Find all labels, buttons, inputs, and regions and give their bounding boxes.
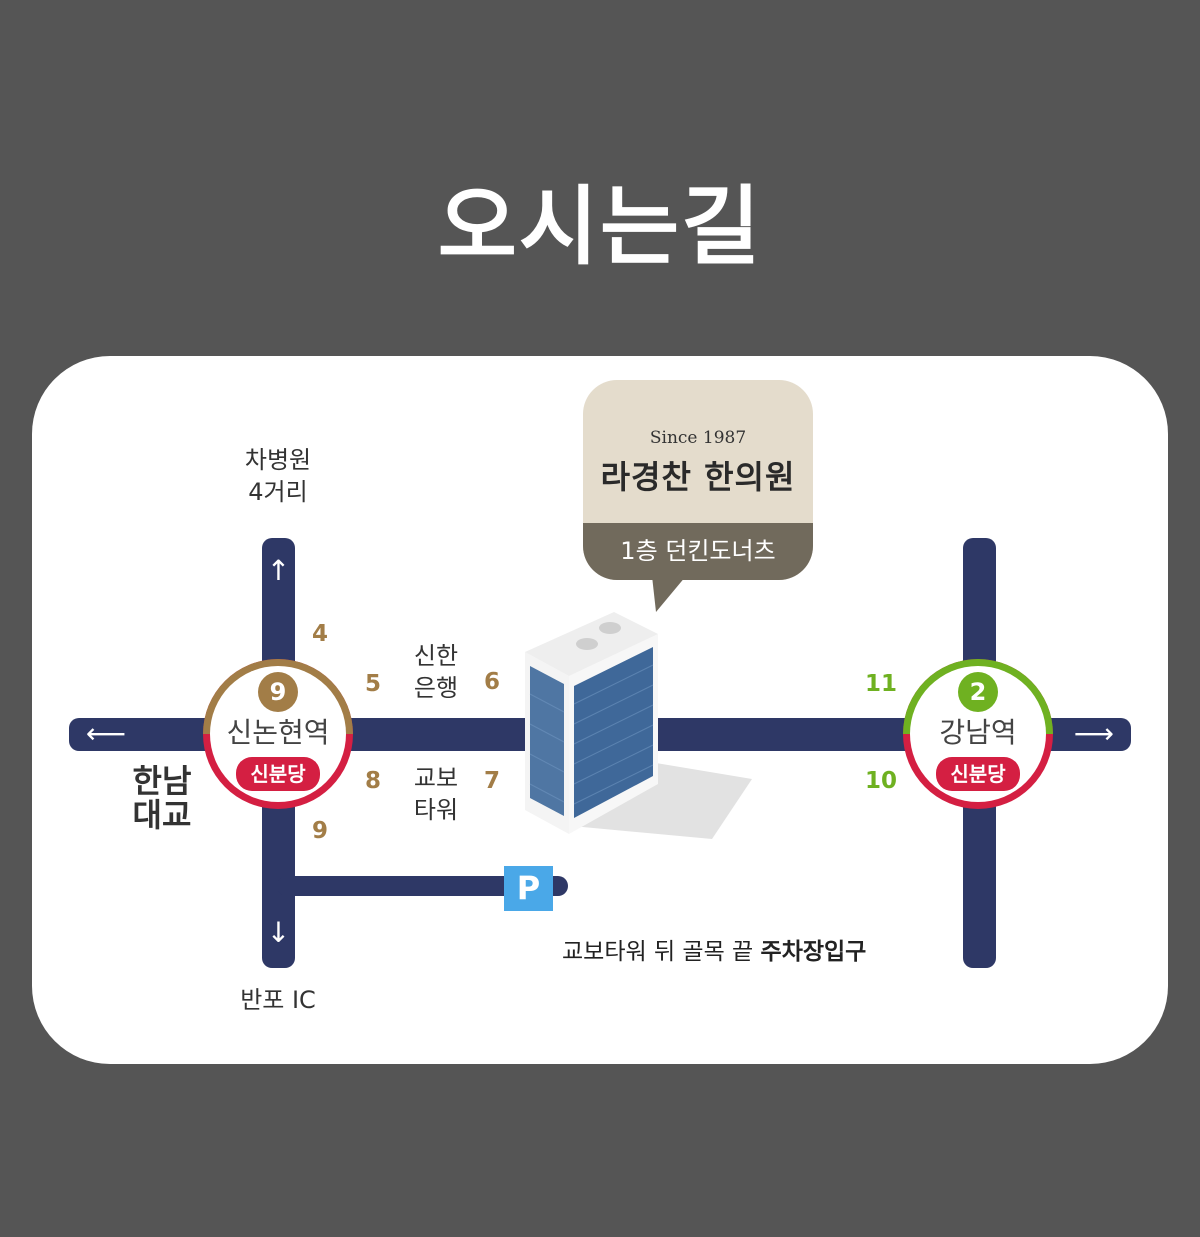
page-title: 오시는길 — [437, 177, 763, 277]
parking-note-prefix: 교보타워 뒤 골목 끝 — [562, 939, 761, 965]
sinbundang-badge: 신분당 — [236, 757, 320, 791]
parking-icon: P — [504, 866, 553, 911]
label-hannam-bridge: 한남 대교 — [132, 762, 192, 834]
exit-5: 5 — [364, 671, 381, 697]
exit-4: 4 — [311, 621, 328, 647]
clinic-name: 라경찬 한의원 — [600, 458, 796, 496]
callout-pointer — [652, 576, 686, 612]
line-2-badge: 2 — [958, 672, 998, 712]
exit-8: 8 — [364, 768, 381, 794]
exit-10: 10 — [864, 768, 897, 794]
arrow-left-icon: ⟵ — [85, 717, 127, 750]
parking-note-bold: 주차장입구 — [760, 939, 867, 965]
label-shinhan-bank: 신한 은행 — [413, 642, 459, 702]
exit-11: 11 — [864, 671, 897, 697]
label-kyobo-tower: 교보 타워 — [413, 764, 459, 824]
arrow-right-icon: ⟶ — [1073, 717, 1115, 750]
station-name-sinnonhyeon: 신논현역 — [226, 716, 330, 749]
sinbundang-badge: 신분당 — [936, 757, 1020, 791]
station-gangnam: 2 강남역 신분당 — [903, 659, 1053, 809]
line-9-badge: 9 — [258, 672, 298, 712]
arrow-up-icon: ↑ — [266, 554, 291, 587]
clinic-since: Since 1987 — [649, 428, 747, 448]
exit-9: 9 — [311, 818, 328, 844]
clinic-callout: Since 1987 라경찬 한의원 1층 던킨도너츠 — [583, 380, 813, 580]
parking-entrance-note: 교보타워 뒤 골목 끝 주차장입구 — [562, 932, 866, 966]
exit-6: 6 — [483, 669, 500, 695]
arrow-down-icon: ↓ — [266, 916, 291, 949]
clinic-floor-note: 1층 던킨도너츠 — [583, 523, 813, 580]
station-sinnonhyeon: 9 신논현역 신분당 — [203, 659, 353, 809]
building-icon — [525, 612, 752, 839]
exit-7: 7 — [483, 768, 500, 794]
station-name-gangnam: 강남역 — [939, 716, 1017, 749]
location-map: ↑ ↓ ⟵ ⟶ 차병원 4거리 반포 IC 한남 대교 신한 은행 교보 타워 … — [32, 356, 1168, 1064]
road-parking-alley — [277, 876, 568, 896]
label-banpo-ic: 반포 IC — [240, 986, 316, 1014]
label-chabyeongwon-intersection: 차병원 4거리 — [244, 446, 312, 506]
